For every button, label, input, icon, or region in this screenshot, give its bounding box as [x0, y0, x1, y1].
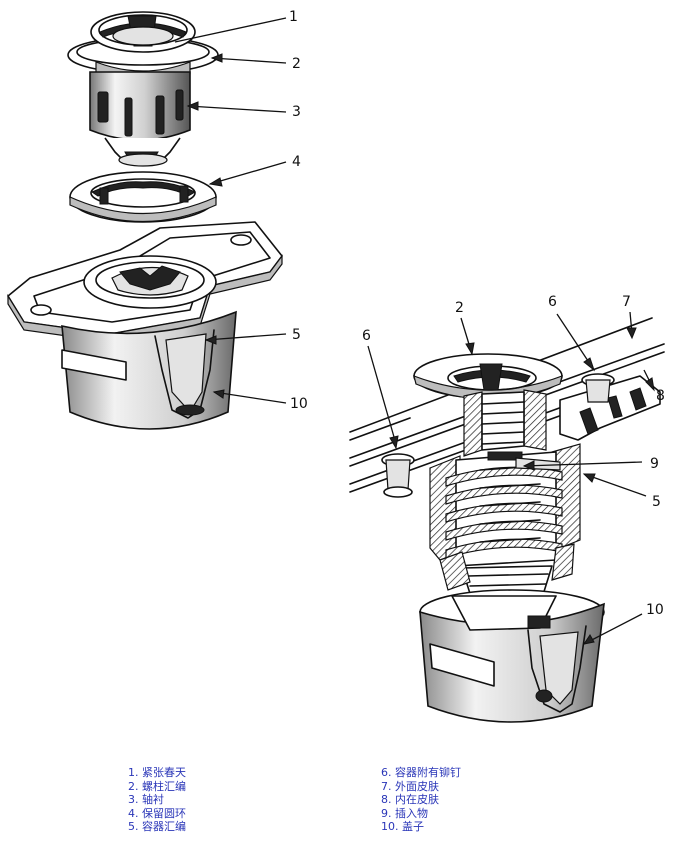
- legend-item: 8. 内在皮肤: [381, 793, 439, 807]
- leader-r5: [583, 473, 647, 497]
- callout-left-5: 5: [292, 327, 301, 343]
- legend-item: 3. 轴衬: [128, 793, 164, 807]
- rivet-right-drawing: [581, 373, 615, 403]
- legend-item: 1. 紧张春天: [128, 766, 186, 779]
- callout-left-3: 3: [292, 104, 301, 120]
- leader-4: [209, 161, 287, 185]
- callout-right-5: 5: [652, 494, 661, 510]
- spring-coils-drawing: [445, 466, 563, 559]
- leader-5: [205, 333, 287, 341]
- callout-left-10: 10: [290, 396, 308, 412]
- legend-item: 7. 外面皮肤: [381, 779, 439, 793]
- leader-r6-left: [367, 345, 397, 445]
- callout-left-2: 2: [292, 56, 301, 72]
- callout-right-2: 2: [455, 300, 464, 316]
- callout-right-6-top: 6: [548, 294, 557, 310]
- legend-left: 1. 紧张春天 2. 螺柱汇编 3. 轴衬 4. 保留圆环 5. 容器汇编: [128, 766, 186, 834]
- leader-10: [213, 391, 287, 404]
- legend-item: 9. 插入物: [381, 806, 428, 820]
- receptacle-assembly-drawing: [7, 221, 283, 430]
- leader-2: [211, 57, 287, 64]
- legend-item: 6. 容器附有铆钉: [381, 766, 461, 779]
- callout-right-10: 10: [646, 602, 664, 618]
- leader-r9: [523, 461, 643, 467]
- callout-right-9: 9: [650, 456, 659, 472]
- leader-3: [187, 105, 287, 113]
- retaining-ring-drawing: [69, 171, 217, 223]
- rivet-left-drawing: [381, 453, 415, 498]
- grommet-sleeve-drawing: [89, 71, 191, 167]
- legend-item: 4. 保留圆环: [128, 806, 186, 820]
- legend-item: 10. 盖子: [381, 820, 424, 834]
- cutaway-view: 2 6 7 6 8 9 5 10: [349, 294, 665, 723]
- callout-right-6-left: 6: [362, 328, 371, 344]
- stud-head-cutaway-drawing: [413, 353, 563, 461]
- callout-left-4: 4: [292, 154, 301, 170]
- exploded-view: 1 2 3 4 5 10: [7, 9, 308, 430]
- legend-right: 6. 容器附有铆钉 7. 外面皮肤 8. 内在皮肤 9. 插入物 10. 盖子: [381, 766, 461, 834]
- leader-1: [174, 17, 287, 43]
- callout-right-7: 7: [622, 294, 631, 310]
- legend-item: 5. 容器汇编: [128, 820, 186, 834]
- legend-item: 2. 螺柱汇编: [128, 779, 186, 793]
- callout-left-1: 1: [289, 9, 298, 25]
- leader-r10: [583, 613, 643, 645]
- callout-right-8: 8: [656, 388, 665, 404]
- cap-drawing: [419, 589, 605, 723]
